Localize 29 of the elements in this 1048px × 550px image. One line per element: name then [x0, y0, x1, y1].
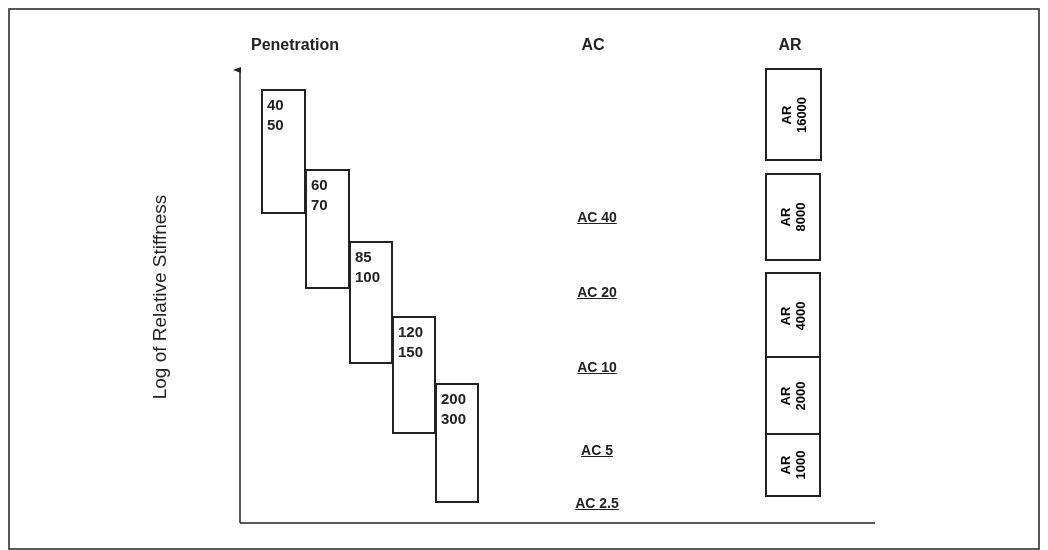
grade-label: AR 2000 [778, 380, 808, 413]
grade-label: 40 50 [267, 95, 285, 135]
grade-label: 200 300 [441, 389, 468, 429]
grade-label: 120 150 [398, 322, 425, 362]
penetration-grade-box [435, 383, 479, 503]
grade-label: AC 5 [581, 442, 613, 458]
grade-box [765, 356, 821, 436]
penetration-grade-box [305, 169, 350, 289]
grade-label: AC 10 [577, 359, 617, 375]
penetration-grade-box [261, 89, 306, 214]
grade-label: AC 40 [577, 209, 617, 225]
grade-label: AR 16000 [778, 95, 809, 135]
axis-title: Log of Relative Stiffness [149, 194, 171, 400]
column-heading: AR [778, 36, 802, 54]
grade-label: AC 2.5 [575, 495, 619, 511]
grade-box [765, 173, 821, 261]
grade-label: AR 1000 [778, 449, 808, 482]
grade-label: 60 70 [311, 175, 329, 215]
grade-label: AC 20 [577, 284, 617, 300]
column-heading: AC [581, 36, 605, 54]
grade-label: 85 100 [355, 247, 382, 287]
grade-box [765, 433, 821, 497]
penetration-grade-box [349, 241, 393, 364]
grade-box [765, 68, 822, 161]
penetration-grade-box [392, 316, 436, 434]
grade-label: AR 8000 [778, 201, 808, 234]
grade-label: AR 4000 [778, 300, 808, 333]
column-heading: Penetration [251, 36, 339, 54]
grade-box [765, 272, 821, 359]
